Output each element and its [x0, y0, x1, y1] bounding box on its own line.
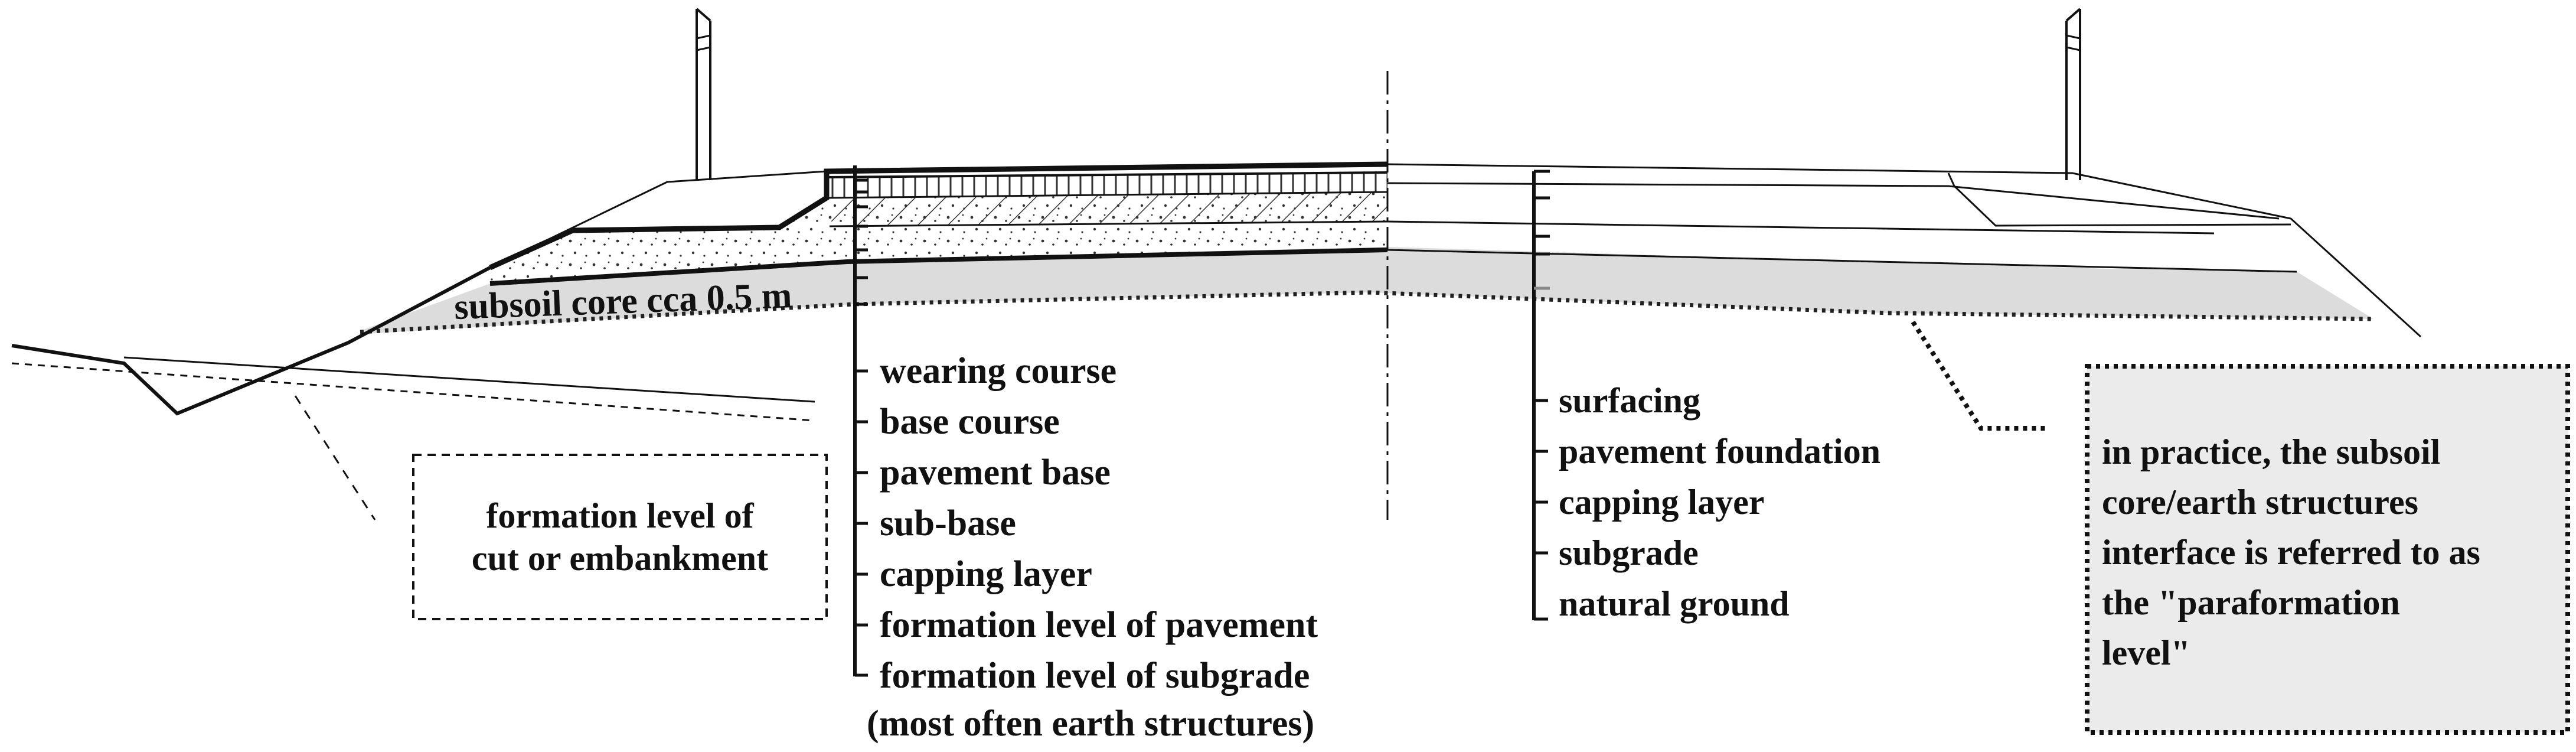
- subsoil-core-band: [360, 247, 2373, 334]
- formation-leader-line: [294, 395, 376, 520]
- lamp-post-right: [2065, 8, 2081, 180]
- left-layer-label: sub-base: [880, 503, 1016, 543]
- embankment-slope-left: [11, 266, 491, 416]
- right-layer-labels: surfacing pavement foundation capping la…: [1559, 381, 1880, 623]
- right-layer-label: capping layer: [1559, 483, 1764, 522]
- wearing-course-layer: [830, 171, 1387, 198]
- left-layer-label: capping layer: [880, 554, 1092, 594]
- note-line: core/earth structures: [2102, 483, 2418, 522]
- left-layer-label: formation level of subgrade: [880, 656, 1310, 696]
- right-layer-label: surfacing: [1559, 381, 1700, 420]
- natural-ground-line: [11, 362, 815, 422]
- right-layer-scale: [1532, 170, 1550, 621]
- right-layer-label: subgrade: [1559, 533, 1699, 572]
- paraformation-note-box: in practice, the subsoil core/earth stru…: [2085, 364, 2570, 735]
- formation-box-line: cut or embankment: [472, 539, 768, 578]
- left-layer-label: wearing course: [880, 351, 1116, 391]
- paraformation-line: [360, 290, 2374, 334]
- left-layer-label: pavement base: [880, 452, 1111, 493]
- lamp-post-left: [696, 8, 711, 180]
- note-line: the "paraformation: [2102, 583, 2400, 622]
- note-leader-line: [1911, 320, 2046, 431]
- left-layer-scale: [853, 165, 868, 677]
- note-line: in practice, the subsoil: [2102, 432, 2440, 471]
- left-layer-label: formation level of pavement: [880, 605, 1318, 645]
- formation-box-line: formation level of: [486, 496, 754, 535]
- left-layer-labels: wearing course base course pavement base…: [867, 351, 1318, 744]
- right-layer-label: natural ground: [1559, 584, 1790, 623]
- left-layer-label: base course: [880, 402, 1060, 442]
- formation-level-box: formation level of cut or embankment: [412, 454, 828, 620]
- sub-base-layer: [827, 192, 1387, 226]
- pavement-outline: [489, 161, 1388, 271]
- note-line: interface is referred to as: [2102, 533, 2480, 572]
- note-line: level": [2102, 633, 2190, 672]
- right-layer-label: pavement foundation: [1559, 432, 1880, 471]
- left-layer-label: (most often earth structures): [867, 704, 1314, 744]
